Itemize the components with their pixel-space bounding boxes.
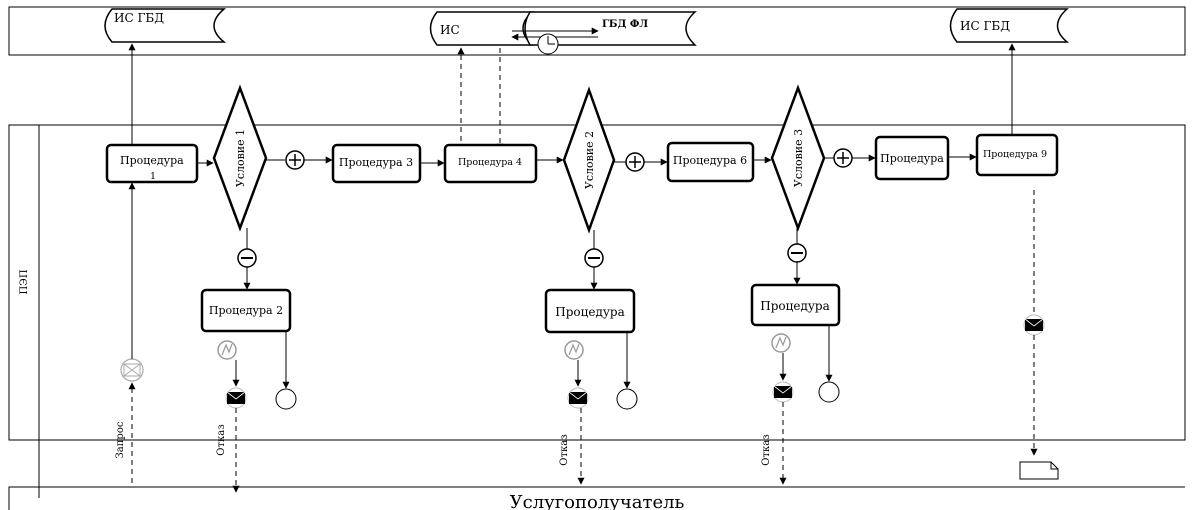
procedure-5-label: Процедура bbox=[555, 305, 624, 319]
error-event-1-icon bbox=[217, 340, 237, 360]
procedure-2-label: Процедура 2 bbox=[209, 304, 283, 317]
procedure-4: Процедура 4 bbox=[443, 143, 538, 184]
procedure-5: Процедура bbox=[544, 288, 636, 334]
minus-gateway-2-icon bbox=[584, 248, 604, 268]
condition-1: Условие 1 bbox=[212, 84, 268, 232]
isgbd-left-label: ИС ГБД bbox=[114, 11, 164, 25]
condition-1-label: Условие 1 bbox=[234, 129, 247, 187]
service-recipient-lane bbox=[8, 486, 1185, 510]
minus-gateway-1-icon bbox=[237, 248, 257, 268]
refusal-2-label: Отказ bbox=[559, 434, 570, 465]
procedure-1: Процедура 1 bbox=[105, 143, 199, 184]
procedure-1-number: 1 bbox=[150, 171, 156, 182]
procedure-2: Процедура 2 bbox=[200, 288, 292, 333]
message-event-3-icon bbox=[772, 381, 794, 403]
procedure-8: Процедура bbox=[874, 135, 950, 181]
plus-gateway-3-icon bbox=[833, 148, 853, 168]
pep-lane-label: ПЭП bbox=[19, 269, 30, 294]
end-event-3 bbox=[818, 381, 840, 403]
procedure-8-label: Процедура bbox=[880, 152, 944, 165]
systems-lane bbox=[8, 6, 1186, 56]
procedure-9: Процедура 9 bbox=[975, 133, 1059, 177]
procedure-9-label: Процедура 9 bbox=[983, 149, 1047, 160]
condition-3: Условие 3 bbox=[770, 84, 826, 232]
end-event-2 bbox=[616, 388, 638, 410]
message-event-4-icon bbox=[1023, 314, 1045, 336]
error-event-3-icon bbox=[771, 333, 791, 353]
minus-gateway-3-icon bbox=[787, 243, 807, 263]
start-message-event-icon bbox=[120, 358, 144, 382]
message-event-2-icon bbox=[567, 387, 589, 409]
procedure-7-label: Процедура bbox=[760, 299, 829, 313]
plus-gateway-1-icon bbox=[285, 150, 305, 170]
request-label: Запрос bbox=[115, 421, 126, 458]
end-event-1 bbox=[275, 388, 297, 410]
procedure-7: Процедура bbox=[750, 283, 841, 327]
procedure-6-label: Процедура 6 bbox=[673, 154, 747, 167]
isgbd-right-label: ИС ГБД bbox=[960, 19, 1010, 33]
procedure-6: Процедура 6 bbox=[666, 141, 755, 183]
timer-icon bbox=[537, 33, 559, 55]
procedure-3: Процедура 3 bbox=[331, 143, 422, 184]
message-event-1-icon bbox=[225, 387, 247, 409]
output-document-icon bbox=[1019, 461, 1059, 480]
service-recipient-lane-label: Услугополучатель bbox=[510, 492, 685, 510]
error-event-2-icon bbox=[564, 340, 584, 360]
procedure-3-label: Процедура 3 bbox=[339, 156, 413, 169]
isgbd-right-store: ИС ГБД bbox=[949, 8, 1070, 43]
condition-2: Условие 2 bbox=[562, 86, 616, 234]
procedure-1-label: Процедура bbox=[120, 154, 184, 167]
procedure-4-label: Процедура 4 bbox=[458, 157, 522, 168]
refusal-1-label: Отказ bbox=[216, 424, 227, 455]
gbdfl-label: ГБД ФЛ bbox=[602, 19, 648, 30]
is-center-label: ИС bbox=[440, 23, 460, 37]
condition-3-label: Условие 3 bbox=[792, 129, 805, 187]
plus-gateway-2-icon bbox=[625, 152, 645, 172]
isgbd-left-store: ИС ГБД bbox=[104, 8, 227, 43]
condition-2-label: Условие 2 bbox=[583, 131, 596, 189]
refusal-3-label: Отказ bbox=[761, 434, 772, 465]
is-center-store: ИС bbox=[429, 11, 534, 46]
